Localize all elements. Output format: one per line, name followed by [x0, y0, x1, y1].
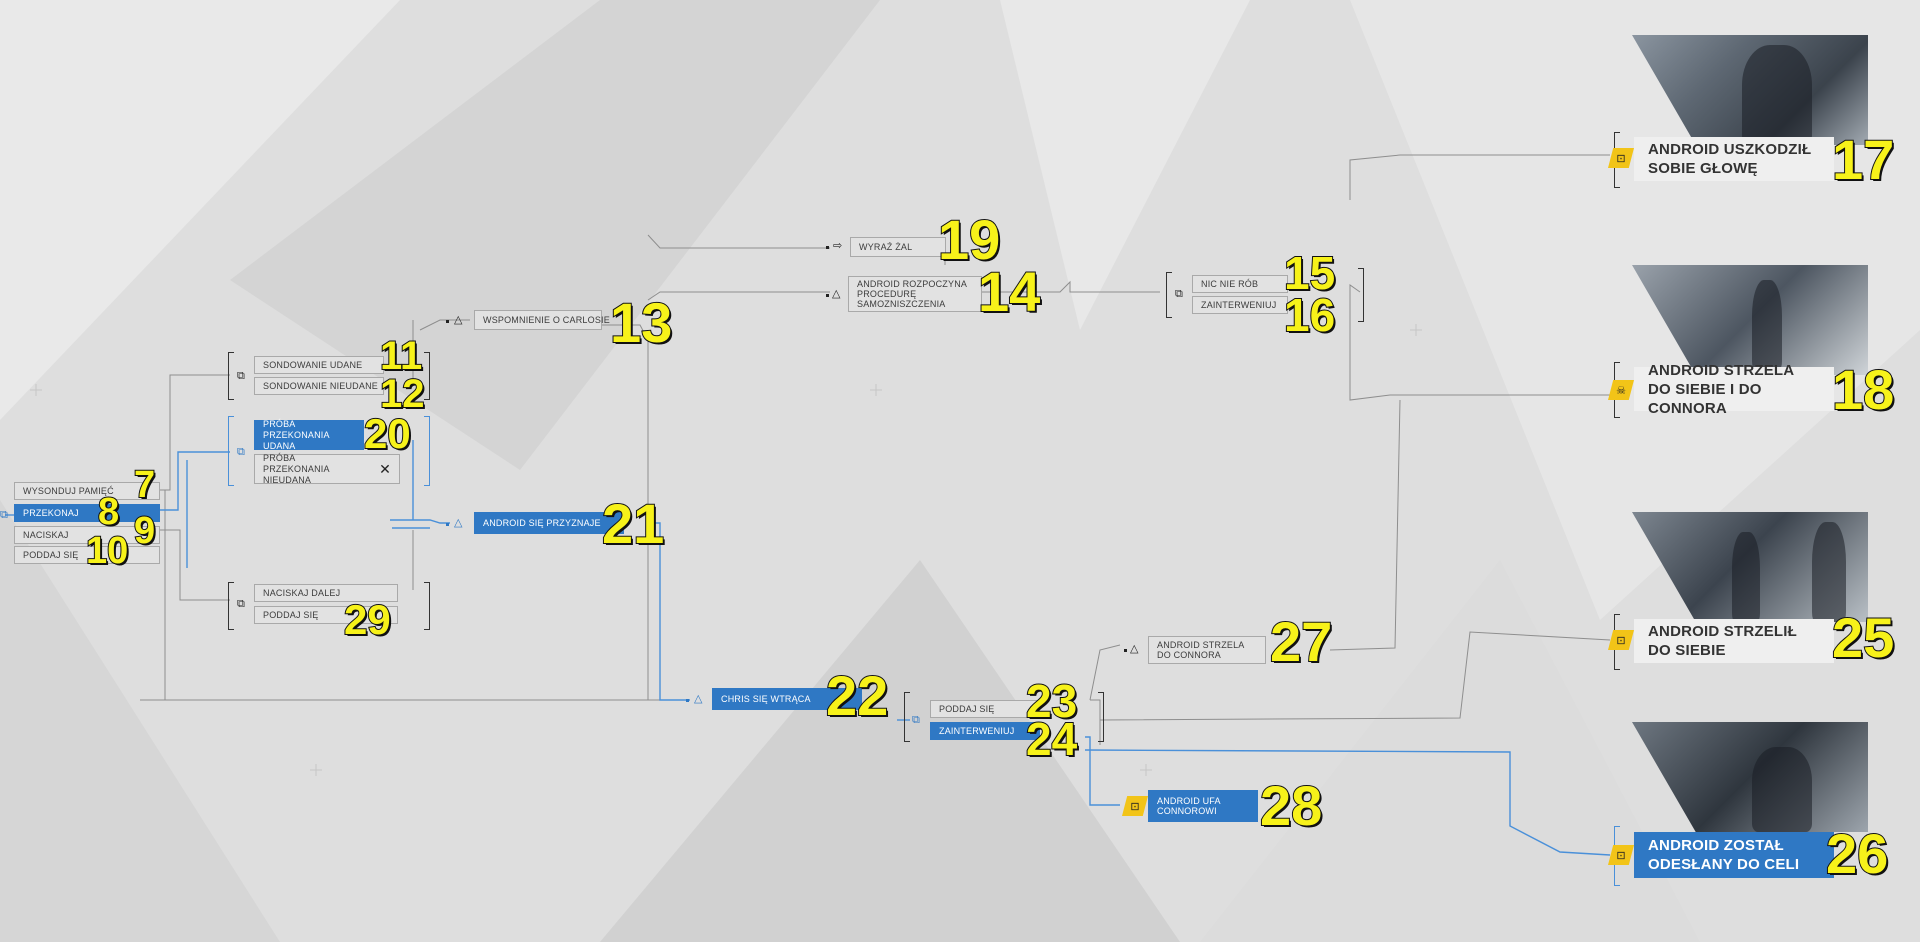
group-bracket — [228, 416, 234, 486]
marker-14: 14 — [977, 260, 1041, 323]
group-bracket — [424, 416, 430, 486]
node-dot — [446, 320, 449, 323]
choice-squares-icon: ⧉ — [237, 446, 245, 458]
ending-android-zostal-odeslany-do-celi[interactable]: ANDROID ZOSTAŁ ODESŁANY DO CELI — [1634, 832, 1834, 878]
node-android-strzela-do-connora[interactable]: ANDROID STRZELA DO CONNORA — [1148, 636, 1266, 664]
marker-28: 28 — [1259, 774, 1323, 837]
marker-12: 12 — [379, 372, 425, 416]
marker-19: 19 — [937, 208, 1001, 271]
group-bracket — [1166, 272, 1172, 318]
node-android-ufa-connorowi[interactable]: ANDROID UFA CONNOROWI — [1148, 790, 1258, 822]
marker-15: 15 — [1283, 247, 1336, 299]
node-android-rozpoczyna-procedure[interactable]: ANDROID ROZPOCZYNA PROCEDURĘ SAMOZNISZCZ… — [848, 276, 982, 312]
marker-17: 17 — [1831, 128, 1895, 191]
group-bracket — [424, 582, 430, 630]
triangle-icon: △ — [454, 314, 463, 326]
node-wyraz-zal[interactable]: WYRAŹ ŻAL — [850, 237, 946, 257]
choice-proba-przekonania-udana[interactable]: PRÓBA PRZEKONANIA UDANA — [254, 419, 364, 451]
group-bracket — [228, 582, 234, 630]
triangle-icon: △ — [1130, 643, 1139, 655]
choice-nic-nie-rob[interactable]: NIC NIE RÓB — [1192, 275, 1288, 293]
triangle-icon: △ — [832, 288, 841, 300]
group-bracket — [1358, 268, 1364, 322]
marker-24: 24 — [1025, 713, 1078, 765]
node-wspomnienie-o-carlosie[interactable]: WSPOMNIENIE O CARLOSIE — [474, 310, 610, 330]
lock-icon: ⊡ — [1608, 630, 1634, 650]
marker-10: 10 — [85, 530, 129, 572]
node-dot — [446, 523, 449, 526]
group-bracket — [904, 692, 910, 742]
choice-przekonaj[interactable]: PRZEKONAJ — [14, 504, 160, 522]
marker-11: 11 — [379, 334, 423, 378]
triangle-icon: △ — [454, 517, 463, 529]
ending-android-strzela-do-siebie-i-do-connora[interactable]: ANDROID STRZELA DO SIEBIE I DO CONNORA — [1634, 362, 1834, 417]
lock-icon: ⊡ — [1608, 845, 1634, 865]
node-android-sie-przyznaje[interactable]: ANDROID SIĘ PRZYZNAJE — [474, 512, 624, 534]
ending-android-strzelil-do-siebie[interactable]: ANDROID STRZELIŁ DO SIEBIE — [1634, 619, 1834, 663]
marker-9: 9 — [133, 510, 156, 552]
node-dot — [1124, 649, 1127, 652]
ending-image-17 — [1632, 35, 1868, 145]
choice-proba-przekonania-nieudana[interactable]: PRÓBA PRZEKONANIA NIEUDANA ✕ — [254, 452, 400, 485]
marker-18: 18 — [1831, 358, 1895, 421]
marker-8: 8 — [97, 491, 120, 533]
choice-poddaj-sie-2[interactable]: PODDAJ SIĘ — [254, 606, 398, 624]
marker-25: 25 — [1831, 606, 1895, 669]
marker-16: 16 — [1283, 289, 1336, 341]
choice-poddaj-sie-3[interactable]: PODDAJ SIĘ — [930, 700, 1040, 718]
choice-sondowanie-udane[interactable]: SONDOWANIE UDANE — [254, 356, 384, 374]
marker-29: 29 — [343, 596, 392, 643]
choice-zainterweniuj[interactable]: ZAINTERWENIUJ — [1192, 296, 1288, 314]
node-dot — [686, 699, 689, 702]
marker-22: 22 — [825, 664, 889, 727]
arrow-icon: ⇨ — [833, 240, 843, 252]
choice-poddaj-sie[interactable]: PODDAJ SIĘ — [14, 546, 160, 564]
group-bracket — [424, 352, 430, 400]
node-dot — [826, 294, 829, 297]
marker-21: 21 — [601, 492, 665, 555]
choice-zainterweniuj-2[interactable]: ZAINTERWENIUJ — [930, 722, 1040, 740]
choice-naciskaj-dalej[interactable]: NACISKAJ DALEJ — [254, 584, 398, 602]
choice-squares-icon: ⧉ — [912, 714, 920, 726]
choice-squares-icon: ⧉ — [0, 509, 8, 521]
group-bracket — [228, 352, 234, 400]
group-bracket — [1098, 692, 1104, 742]
choice-naciskaj[interactable]: NACISKAJ — [14, 526, 160, 544]
lock-icon: ⊡ — [1122, 796, 1148, 816]
node-dot — [826, 246, 829, 249]
choice-squares-icon: ⧉ — [1175, 288, 1183, 300]
marker-20: 20 — [363, 410, 412, 457]
marker-27: 27 — [1269, 610, 1333, 673]
ending-android-uszkodzil-sobie-glowe[interactable]: ANDROID USZKODZIŁ SOBIE GŁOWĘ — [1634, 137, 1834, 181]
lock-icon: ⊡ — [1608, 148, 1634, 168]
choice-wysonduj-pamiec[interactable]: WYSONDUJ PAMIĘĆ — [14, 482, 160, 500]
marker-7: 7 — [133, 464, 156, 506]
marker-26: 26 — [1825, 822, 1889, 885]
marker-23: 23 — [1025, 675, 1078, 727]
node-chris-sie-wtraca[interactable]: CHRIS SIĘ WTRĄCA — [712, 688, 862, 710]
marker-13: 13 — [609, 291, 673, 354]
choice-squares-icon: ⧉ — [237, 370, 245, 382]
failed-mark-icon: ✕ — [379, 460, 391, 477]
choice-label: PRÓBA PRZEKONANIA NIEUDANA — [263, 452, 330, 485]
choice-squares-icon: ⧉ — [237, 598, 245, 610]
triangle-icon: △ — [694, 693, 703, 705]
skull-icon: ☠ — [1608, 380, 1634, 400]
choice-sondowanie-nieudane[interactable]: SONDOWANIE NIEUDANE — [254, 377, 384, 395]
